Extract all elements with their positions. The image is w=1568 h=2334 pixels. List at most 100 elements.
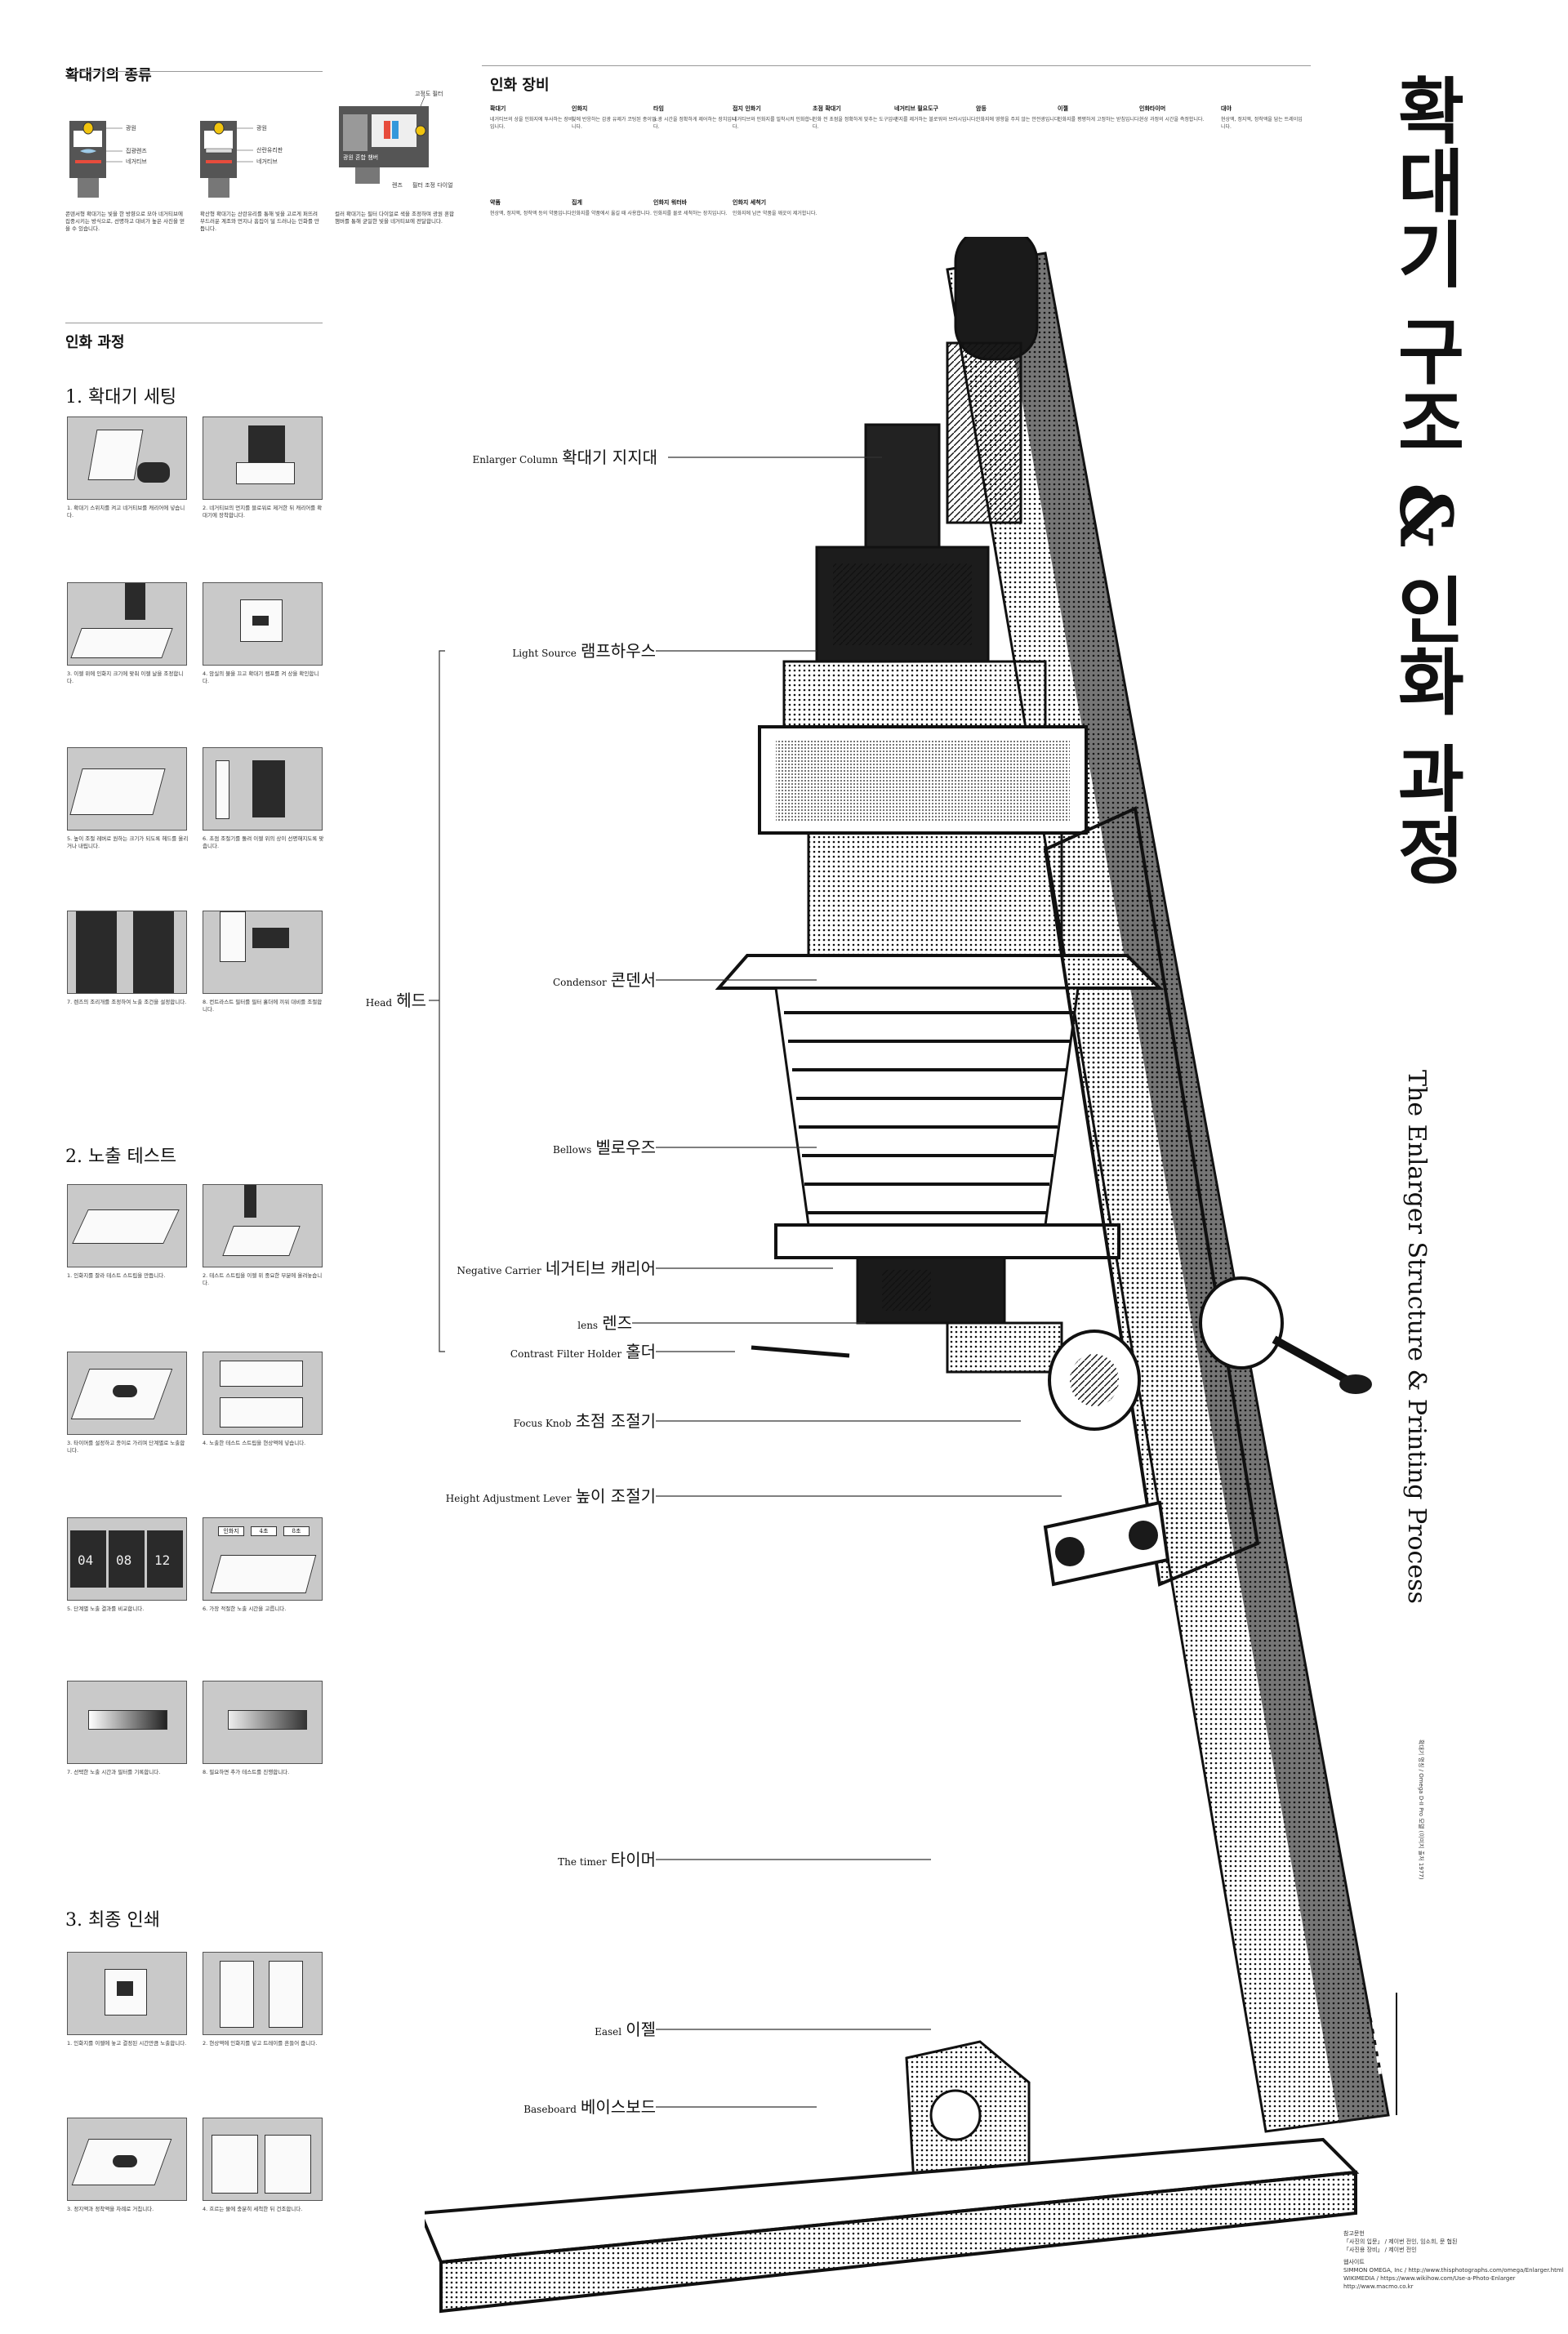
step-caption: 4. 흐르는 물에 충분히 세척한 뒤 건조합니다. — [203, 2206, 303, 2212]
step-caption: 8. 필요하면 추가 테스트를 진행합니다. — [203, 1769, 290, 1775]
equipment-name: 접지 인화기 — [733, 105, 761, 112]
equipment-desc: 인화지를 평평하게 고정하는 받침입니다. — [1058, 117, 1141, 122]
equipment-desc: 현상액, 정지액, 정착액을 담는 트레이입니다. — [1221, 117, 1303, 130]
equipment-name: 인화지 — [572, 105, 588, 112]
credit-line: http://www.macmo.co.kr — [1343, 2283, 1414, 2290]
label-baseboard: Baseboard 베이스보드 — [523, 2097, 656, 2117]
diagram-label: 렌즈 — [392, 182, 403, 189]
credit-line: 「사진용 장비」 / 제이번 전인 — [1343, 2247, 1417, 2253]
label-height-lever: Height Adjustment Lever 높이 조절기 — [445, 1486, 656, 1506]
test-strip-illustration — [67, 1681, 187, 1764]
step-caption: 7. 선택한 노출 시간과 필터를 기록합니다. — [67, 1769, 161, 1775]
credit-line: 「사진의 입문」 / 제이번 전인, 임소희, 문 협된 — [1343, 2238, 1458, 2245]
timer-digits: 12 — [154, 1552, 171, 1568]
timer-illustration: 04 08 12 — [67, 1517, 187, 1601]
label-lens: lens 렌즈 — [577, 1313, 632, 1333]
diagram-label: 광원 — [256, 125, 267, 131]
label-light-source: Light Source 램프하우스 — [512, 641, 656, 661]
equipment-desc: 네거티브의 상을 인화지에 투사하는 장비입니다. — [490, 117, 573, 130]
label-condensor: Condensor 콘덴서 — [552, 970, 656, 990]
option-box: 인화지 — [218, 1526, 244, 1536]
diagram-label: 광원 혼합 챔버 — [343, 154, 379, 161]
type-description: 콘덴서형 확대기는 빛을 한 방향으로 모아 네거티브에 집중시키는 방식으로,… — [65, 211, 185, 232]
step-caption: 3. 정지액과 정착액을 차례로 거칩니다. — [67, 2206, 154, 2212]
type-description: 확산형 확대기는 산란유리를 통해 빛을 고르게 퍼뜨려 부드러운 계조와 먼지… — [200, 211, 320, 232]
process-illustration — [67, 911, 187, 994]
test-strip-illustration — [203, 1681, 323, 1764]
equipment-name: 초점 확대기 — [813, 105, 841, 112]
step-caption: 4. 노출한 테스트 스트립을 현상액에 넣습니다. — [203, 1440, 306, 1446]
step-caption: 2. 네거티브의 먼지를 블로워로 제거한 뒤 캐리어를 확대기에 장착합니다. — [203, 505, 323, 519]
option-box: 4초 — [251, 1526, 277, 1536]
process-illustration — [67, 1352, 187, 1435]
equipment-desc: 인화지에 남은 약품을 깨끗이 제거합니다. — [733, 211, 817, 216]
step3-title: 3. 최종 인쇄 — [65, 1910, 160, 1931]
equipment-name: 인화지 워터바 — [653, 199, 688, 206]
label-head: Head 헤드 — [365, 991, 426, 1010]
step-caption: 1. 인화지를 잘라 테스트 스트립을 만듭니다. — [67, 1272, 166, 1279]
step-caption: 3. 타이머를 설정하고 종이로 가리며 단계별로 노출합니다. — [67, 1440, 185, 1454]
diffusion-enlarger-diagram: 광원 산란유리판 네거티브 — [196, 106, 302, 212]
equipment-desc: 빛에 반응하는 감광 유제가 코팅된 종이입니다. — [572, 117, 657, 130]
step2-title: 2. 노출 테스트 — [65, 1147, 177, 1167]
equipment-name: 네거티브 필요도구 — [894, 105, 938, 112]
step-caption: 4. 암실의 불을 끄고 확대기 램프를 켜 상을 확인합니다. — [203, 670, 319, 684]
equipment-name: 대야 — [1221, 105, 1232, 112]
label-timer: The timer 타이머 — [558, 1850, 656, 1869]
credit-line: 참고문헌 — [1343, 2230, 1365, 2237]
equipment-name: 암등 — [976, 105, 987, 112]
main-title-en: The Enlarger Structure & Printing Proces… — [1402, 1070, 1431, 1604]
process-illustration — [203, 1352, 323, 1435]
equipment-desc: 인화지를 물로 세척하는 장치입니다. — [653, 211, 728, 216]
label-enlarger-column: Enlarger Column 확대기 지지대 — [472, 448, 658, 467]
process-illustration — [67, 2118, 187, 2201]
exposure-options-illustration: 인화지 4초 8초 — [203, 1517, 323, 1601]
step-caption: 1. 인화지를 이젤에 놓고 결정된 시간만큼 노출합니다. — [67, 2040, 187, 2047]
diagram-label: 필터 조정 다이얼 — [412, 182, 453, 189]
diagram-label: 집광렌즈 — [126, 148, 147, 154]
process-illustration — [67, 1184, 187, 1267]
diagram-label: 네거티브 — [256, 158, 278, 165]
equipment-name: 약품 — [490, 199, 501, 206]
step-caption: 6. 가장 적절한 노출 시간을 고릅니다. — [203, 1606, 287, 1612]
process-illustration — [203, 911, 323, 994]
step-caption: 2. 현상액에 인화지를 넣고 트레이를 흔들어 줍니다. — [203, 2040, 318, 2047]
equipment-desc: 인화지를 약품에서 옮길 때 사용합니다. — [572, 211, 652, 216]
enlarger-illustration — [425, 237, 1397, 2314]
process-illustration — [203, 416, 323, 500]
divider — [65, 71, 323, 72]
equipment-desc: 현상액, 정지액, 정착액 등의 약품입니다. — [490, 211, 573, 216]
equipment-name: 확대기 — [490, 105, 506, 112]
process-illustration — [203, 747, 323, 831]
divider — [482, 65, 1311, 66]
process-illustration — [67, 416, 187, 500]
process-illustration — [67, 1952, 187, 2035]
process-illustration — [203, 582, 323, 666]
process-illustration — [203, 2118, 323, 2201]
label-negative-carrier: Negative Carrier 네거티브 캐리어 — [457, 1258, 656, 1278]
equipment-name: 이젤 — [1058, 105, 1068, 112]
equipment-desc: 먼지를 제거하는 블로워와 브러시입니다. — [894, 117, 978, 122]
diagram-label: 광원 — [126, 125, 136, 131]
label-filter-holder: Contrast Filter Holder 홀더 — [510, 1342, 656, 1361]
diagram-label: 고정도 필터 — [415, 91, 443, 97]
main-title-ko: 확대기 구조 & 인화 과정 — [1383, 73, 1468, 885]
equipment-name: 인화지 세척기 — [733, 199, 767, 206]
equipment-desc: 네거티브와 인화지를 밀착시켜 인화합니다. — [733, 117, 814, 130]
option-box: 8초 — [283, 1526, 310, 1536]
condenser-enlarger-diagram: 광원 집광렌즈 네거티브 — [65, 106, 172, 212]
step-caption: 8. 컨트라스트 필터를 필터 홀더에 끼워 대비를 조절합니다. — [203, 999, 323, 1013]
equipment-name: 타임 — [653, 105, 664, 112]
equipment-desc: 인화지에 영향을 주지 않는 안전광입니다. — [976, 117, 1061, 122]
step-caption: 5. 단계별 노출 결과를 비교합니다. — [67, 1606, 145, 1612]
step-caption: 2. 테스트 스트립을 이젤 위 중요한 부분에 올려놓습니다. — [203, 1272, 323, 1286]
step1-title: 1. 확대기 세팅 — [65, 387, 177, 408]
credit-line: SIMMON OMEGA, Inc / http://www.thisphoto… — [1343, 2267, 1564, 2274]
equipment-desc: 노광 시간을 정확하게 제어하는 장치입니다. — [653, 117, 737, 130]
step-caption: 1. 확대기 스위치를 켜고 네거티브를 캐리어에 넣습니다. — [67, 505, 185, 519]
label-easel: Easel 이젤 — [595, 2020, 656, 2039]
process-illustration — [203, 1952, 323, 2035]
step-caption: 7. 렌즈의 조리개를 조정하여 노출 조건을 설정합니다. — [67, 999, 187, 1005]
step-caption: 5. 높이 조절 레버로 원하는 크기가 되도록 헤드를 올리거나 내립니다. — [67, 835, 189, 849]
